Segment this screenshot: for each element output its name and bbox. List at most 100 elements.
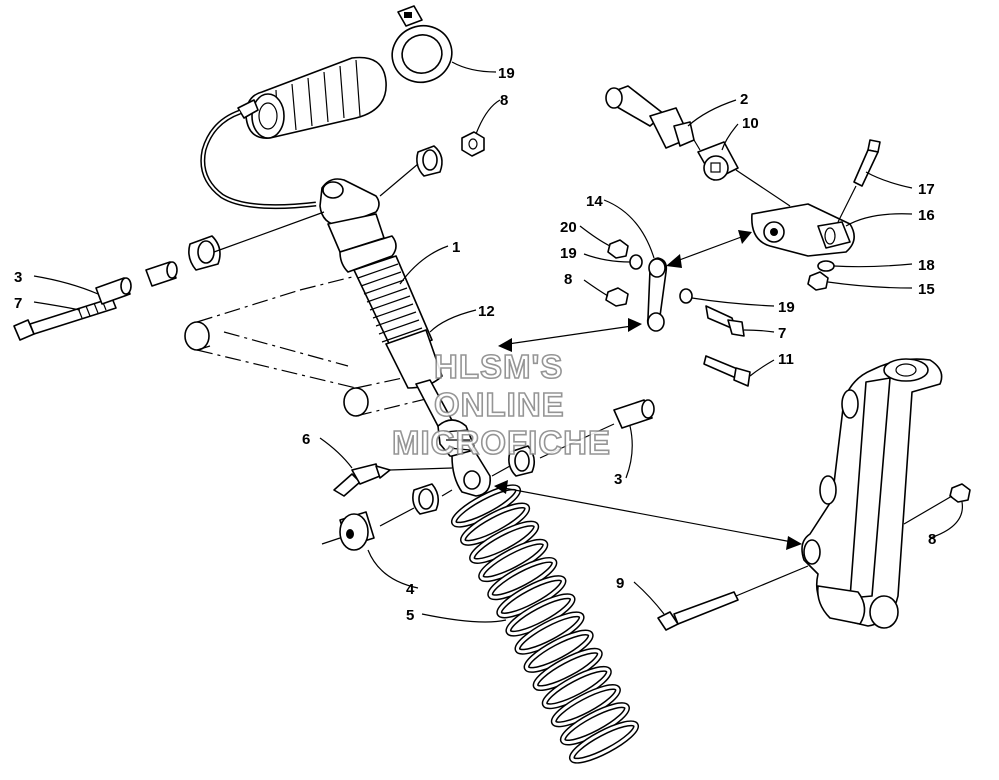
- upper-bushing: [416, 145, 443, 177]
- callout-20: 20: [560, 219, 577, 236]
- leader-7b: [743, 329, 775, 333]
- washer-19a: [629, 254, 643, 270]
- callout-2: 2: [740, 91, 748, 108]
- leader-8b: [583, 279, 609, 297]
- axis-line-bolt-9: [735, 565, 809, 597]
- nut-8-link: [605, 287, 629, 307]
- leader-17: [865, 171, 913, 189]
- leader-19a: [583, 253, 631, 263]
- lower-bushing-right: [508, 445, 536, 477]
- callout-7-right: 7: [778, 325, 786, 342]
- bolt-7-link: [705, 305, 745, 337]
- leader-20: [579, 225, 611, 247]
- callout-3-left: 3: [14, 269, 22, 286]
- watermark-line-2: ONLINE: [434, 386, 565, 423]
- callout-17: 17: [918, 181, 935, 198]
- arrow-shock-to-spindle: [494, 480, 802, 550]
- callout-9: 9: [616, 575, 624, 592]
- callout-8-spindle: 8: [928, 531, 936, 548]
- leader-8c: [929, 501, 963, 539]
- bolt-11: [703, 355, 751, 387]
- leader-2: [687, 99, 737, 127]
- leader-3b: [625, 425, 633, 479]
- adjuster-knob-10: [697, 141, 739, 181]
- spindle-housing: [801, 358, 943, 629]
- callout-16: 16: [918, 207, 935, 224]
- arrow-link-to-lever: [666, 230, 752, 268]
- callout-5: 5: [406, 607, 414, 624]
- watermark-line-1: HLSM'S: [434, 348, 563, 385]
- washer-18: [817, 260, 835, 272]
- spacer-left: [145, 261, 178, 287]
- callout-3-right: 3: [614, 471, 622, 488]
- bolt-9: [657, 591, 739, 631]
- spacer-4: [339, 511, 375, 551]
- suspension-arm-outline: [184, 275, 441, 417]
- grease-fitting: [333, 463, 453, 497]
- callout-7-left: 7: [14, 295, 22, 312]
- leader-16: [845, 213, 913, 227]
- leader-9: [633, 581, 665, 615]
- sleeve-left: [95, 277, 132, 305]
- link-rod: [646, 257, 668, 332]
- leader-13: [451, 61, 497, 73]
- callout-8-top: 8: [500, 92, 508, 109]
- callout-14: 14: [586, 193, 603, 210]
- callout-13: 19: [498, 65, 515, 82]
- leader-8a: [475, 99, 501, 135]
- axis-line-top: [379, 163, 419, 197]
- callout-15: 15: [918, 281, 935, 298]
- bolt-17: [853, 139, 881, 187]
- leader-1: [399, 245, 449, 285]
- callout-11: 11: [778, 351, 794, 368]
- lower-bushing-left: [412, 483, 440, 515]
- callout-1: 1: [452, 239, 460, 256]
- leader-11: [749, 359, 775, 377]
- adjuster-cable: [605, 85, 695, 149]
- leader-5: [421, 613, 507, 623]
- callout-8-link: 8: [564, 271, 572, 288]
- leader-18: [833, 263, 913, 268]
- shock-absorber: [319, 178, 492, 497]
- callout-18: 18: [918, 257, 935, 274]
- coil-spring: [450, 484, 640, 764]
- callout-12: 12: [478, 303, 495, 320]
- leader-19b: [691, 297, 775, 307]
- leader-7a: [33, 301, 81, 311]
- nut-20: [607, 239, 629, 259]
- washer-19b: [679, 288, 693, 304]
- watermark: HLSM'S ONLINE MICROFICHE: [391, 347, 611, 462]
- leader-15: [827, 281, 913, 289]
- callout-19-left: 19: [560, 245, 577, 262]
- axis-line-17: [837, 185, 857, 223]
- axis-line-spindle: [903, 495, 953, 525]
- leader-10: [721, 123, 739, 151]
- callout-6: 6: [302, 431, 310, 448]
- bushing-left: [188, 235, 221, 271]
- callout-19-right: 19: [778, 299, 795, 316]
- nut-8-spindle: [949, 483, 971, 503]
- callout-4: 4: [406, 581, 415, 598]
- sleeve-right: [613, 399, 655, 429]
- callout-10: 10: [742, 115, 759, 132]
- reservoir-canister: [237, 56, 387, 139]
- nut-upper: [461, 131, 485, 157]
- leader-6: [319, 437, 353, 469]
- adjuster-lever: [751, 203, 855, 257]
- bolt-left: [13, 297, 117, 341]
- nut-15: [807, 271, 829, 291]
- axis-line-lower: [321, 423, 615, 545]
- arrow-link-to-shock: [498, 318, 642, 352]
- reservoir-hose-clamp: [391, 5, 453, 84]
- leader-12: [429, 309, 477, 333]
- axis-line-adjuster: [693, 139, 791, 207]
- axis-line-upper: [213, 211, 325, 253]
- watermark-line-3: MICROFICHE: [392, 424, 611, 461]
- leader-4: [367, 549, 419, 589]
- spring-coil-highlight: [570, 721, 638, 763]
- leader-3a: [33, 275, 99, 295]
- reservoir-hose-inner: [201, 111, 317, 208]
- leader-14: [603, 199, 655, 259]
